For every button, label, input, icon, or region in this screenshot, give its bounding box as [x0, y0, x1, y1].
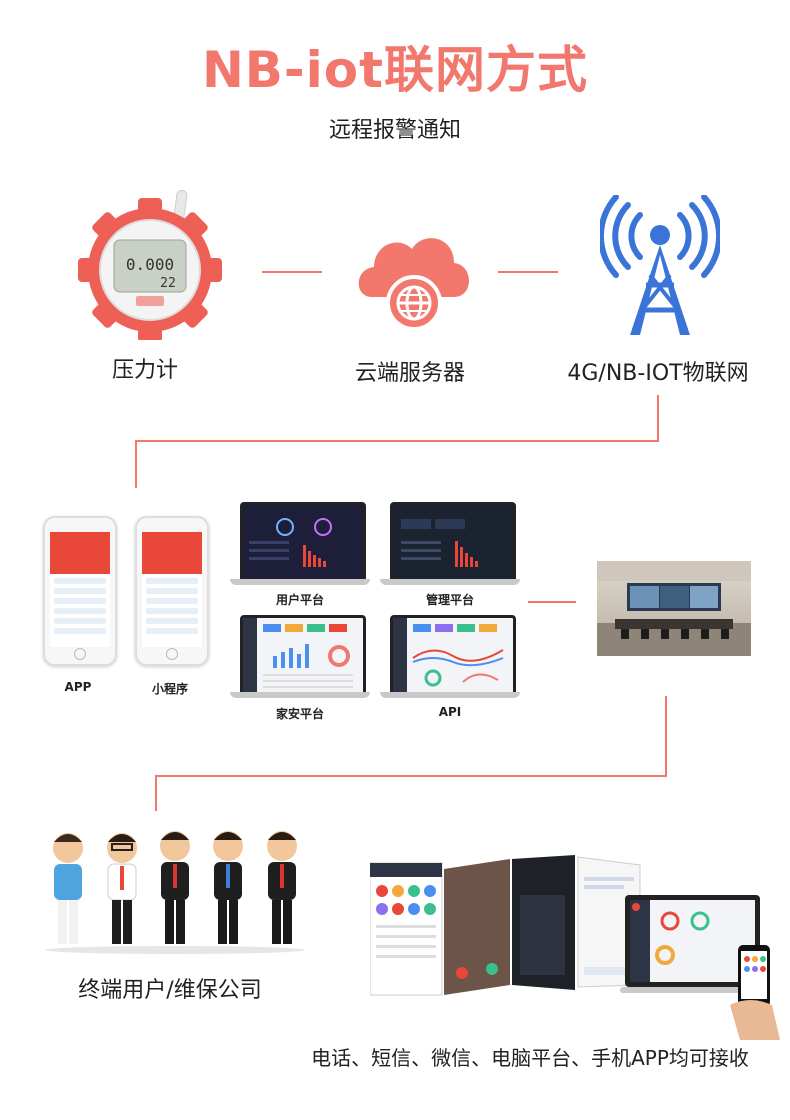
connector-line	[135, 440, 137, 488]
svg-text:0.000: 0.000	[126, 255, 174, 274]
cloud-label: 云端服务器	[354, 361, 465, 386]
page-title: NB-iot联网方式	[201, 41, 589, 99]
user-platform-laptop	[230, 502, 370, 587]
page-subtitle: 远程报警通知	[328, 118, 461, 143]
notify-methods-label: 电话、短信、微信、电脑平台、手机APP均可接收	[311, 1046, 749, 1070]
app-label: APP	[64, 680, 92, 694]
home-platform-laptop	[230, 615, 370, 700]
api-label: API	[438, 705, 462, 719]
signal-tower-icon	[597, 194, 723, 340]
connector-line	[498, 271, 558, 273]
users-illustration	[40, 826, 310, 956]
users-label: 终端用户/维保公司	[78, 978, 262, 1003]
connector-line	[665, 696, 667, 776]
connector-line	[657, 395, 659, 441]
connector-line	[528, 601, 576, 603]
cloud-server-icon	[350, 225, 475, 335]
mini-program-label: 小程序	[151, 682, 188, 696]
notification-devices-illustration	[369, 855, 780, 1040]
home-platform-label: 家安平台	[275, 707, 324, 721]
connector-line	[262, 271, 322, 273]
api-laptop	[380, 615, 520, 700]
svg-text:22: 22	[160, 276, 176, 291]
mini-program-phone	[135, 516, 209, 666]
control-room-image	[597, 561, 751, 656]
connector-line	[155, 775, 667, 777]
connector-line	[155, 775, 157, 811]
admin-platform-label: 管理平台	[425, 593, 474, 607]
app-phone	[43, 516, 117, 666]
tower-label: 4G/NB-IOT物联网	[567, 361, 749, 386]
user-platform-label: 用户平台	[275, 593, 324, 607]
connector-line	[135, 440, 659, 442]
gauge-label: 压力计	[111, 358, 178, 383]
admin-platform-laptop	[380, 502, 520, 587]
pressure-gauge-icon: 0.000 22	[75, 189, 225, 342]
